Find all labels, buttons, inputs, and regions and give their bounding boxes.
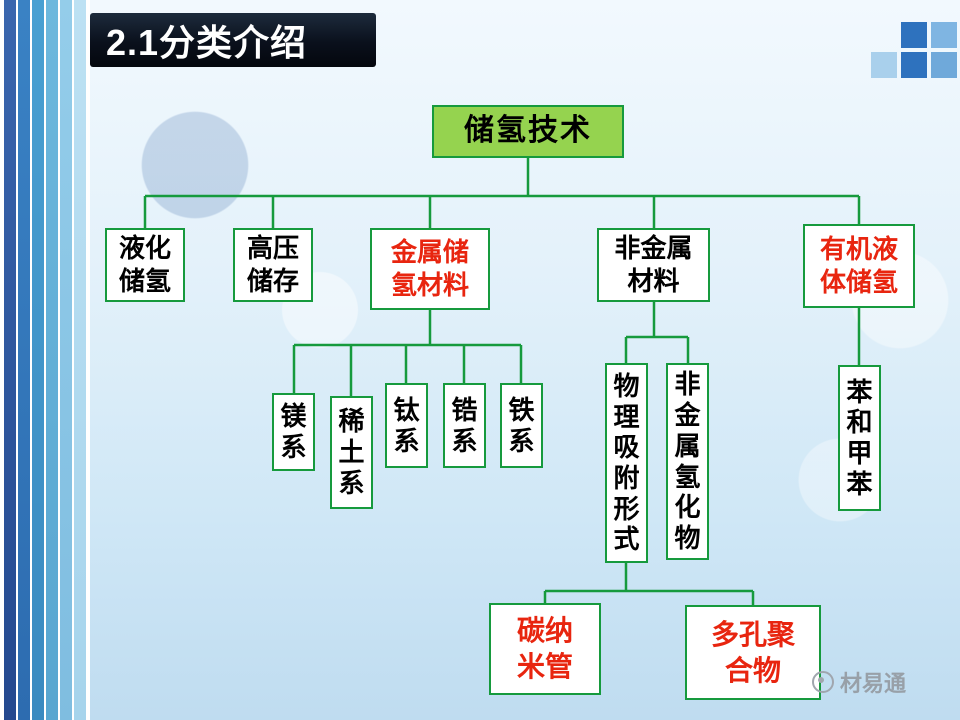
node-rare-earth-series: 稀土系 [330, 396, 373, 509]
node-high-pressure-storage: 高压储存 [233, 228, 313, 302]
node-titanium-series: 钛系 [385, 383, 428, 468]
page-title: 2.1分类介绍 [106, 22, 308, 63]
left-stripe-decoration [0, 0, 90, 720]
corner-square [901, 52, 927, 78]
node-hydrogen-storage-technology: 储氢技术 [432, 105, 624, 158]
corner-squares-decoration [870, 22, 960, 80]
node-benzene-and-toluene: 苯和甲苯 [838, 365, 881, 511]
left-stripe [60, 0, 72, 720]
left-stripe [32, 0, 44, 720]
node-nonmetal-materials: 非金属材料 [597, 228, 710, 302]
watermark-logo-icon [812, 671, 834, 693]
watermark: 材易通 [812, 666, 906, 698]
node-organic-liquid-hydrogen-storage: 有机液体储氢 [803, 224, 915, 308]
left-stripe [18, 0, 30, 720]
left-stripe [74, 0, 86, 720]
node-metal-hydrogen-storage-materials: 金属储氢材料 [370, 228, 490, 310]
corner-square [901, 22, 927, 48]
corner-square [931, 52, 957, 78]
node-physical-adsorption-form: 物理吸附形式 [605, 363, 648, 563]
node-liquefied-hydrogen-storage: 液化储氢 [105, 228, 185, 302]
node-porous-polymer: 多孔聚合物 [685, 605, 821, 700]
corner-square [871, 52, 897, 78]
left-stripe [46, 0, 58, 720]
left-stripe [4, 0, 16, 720]
node-nonmetal-hydride: 非金属氢化物 [666, 363, 709, 560]
node-zirconium-series: 锆系 [443, 383, 486, 468]
node-magnesium-series: 镁系 [272, 393, 315, 471]
node-iron-series: 铁系 [500, 383, 543, 468]
corner-square [931, 22, 957, 48]
watermark-text: 材易通 [840, 671, 907, 696]
node-carbon-nanotube: 碳纳米管 [489, 603, 601, 695]
title-banner: 2.1分类介绍 [90, 13, 376, 67]
